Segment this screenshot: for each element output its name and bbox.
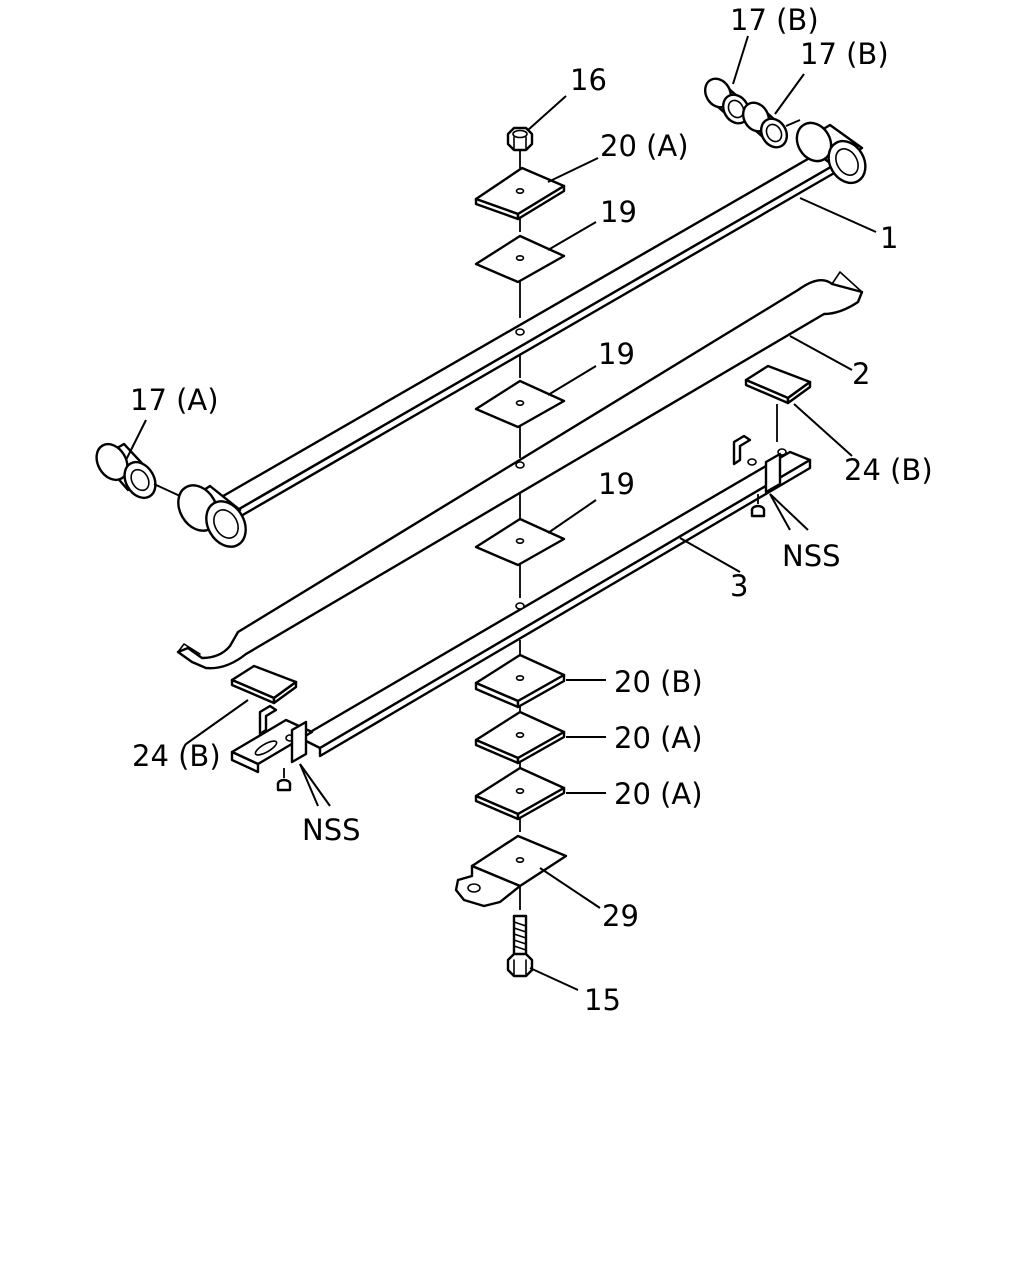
callout-19-lower: 19 bbox=[598, 467, 635, 501]
callout-24b-right: 24 (B) bbox=[844, 453, 933, 487]
callout-17b-first: 17 (B) bbox=[730, 3, 819, 37]
callout-1: 1 bbox=[880, 221, 898, 255]
bushing-part-17a bbox=[95, 442, 181, 500]
callout-2: 2 bbox=[852, 357, 870, 391]
spacer-part-19-lower bbox=[474, 517, 566, 567]
callout-15: 15 bbox=[584, 983, 621, 1017]
bushing-part-17b-second bbox=[741, 101, 801, 149]
callout-16: 16 bbox=[570, 63, 607, 97]
callout-24b-left: 24 (B) bbox=[132, 739, 221, 773]
shim-part-20a-lower bbox=[474, 766, 566, 821]
callout-nss-left: NSS bbox=[302, 813, 361, 847]
callout-19-middle: 19 bbox=[598, 337, 635, 371]
callout-20a-middle: 20 (A) bbox=[614, 721, 703, 755]
third-leaf-part-3 bbox=[230, 434, 812, 774]
shim-part-20a-top bbox=[474, 166, 566, 221]
spacer-part-19-middle bbox=[474, 379, 566, 429]
callout-17a: 17 (A) bbox=[130, 383, 219, 417]
bolt-part-15 bbox=[506, 914, 534, 978]
callout-3: 3 bbox=[730, 569, 748, 603]
callout-17b-second: 17 (B) bbox=[800, 37, 889, 71]
callout-nss-right: NSS bbox=[782, 539, 841, 573]
spacer-part-19-upper bbox=[474, 234, 566, 284]
main-leaf-part-1 bbox=[177, 121, 867, 548]
pad-part-24b-right bbox=[744, 364, 812, 442]
nut-part-16 bbox=[506, 126, 534, 152]
bracket-part-29 bbox=[454, 834, 568, 908]
callout-19-upper: 19 bbox=[600, 195, 637, 229]
callout-29: 29 bbox=[602, 899, 639, 933]
callout-labels: 16 20 (A) 19 19 19 17 (B) 17 (B) 17 (A) … bbox=[130, 3, 933, 1017]
shim-part-20b bbox=[474, 653, 566, 709]
screw-nss-right bbox=[750, 494, 766, 518]
callout-20a-lower: 20 (A) bbox=[614, 777, 703, 811]
second-leaf-part-2 bbox=[176, 271, 864, 670]
callout-20a-top: 20 (A) bbox=[600, 129, 689, 163]
leader-lines bbox=[125, 35, 877, 991]
shim-part-20a-middle bbox=[474, 710, 566, 765]
screw-nss-left bbox=[276, 768, 292, 792]
pad-part-24b-left bbox=[230, 664, 298, 705]
callout-20b: 20 (B) bbox=[614, 665, 703, 699]
